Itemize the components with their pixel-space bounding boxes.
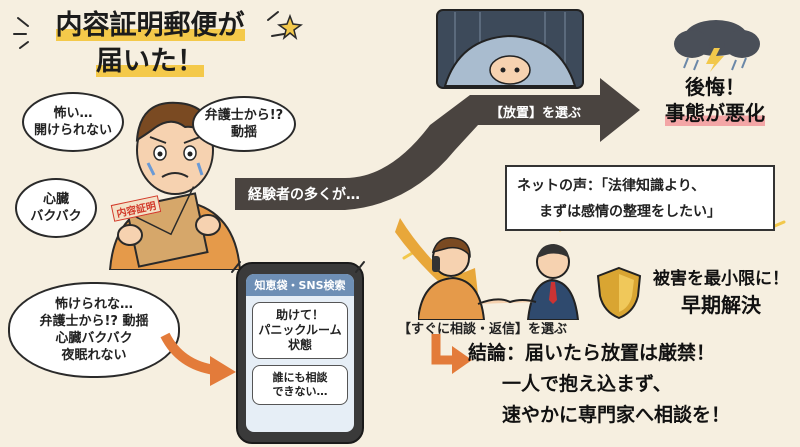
title-line1: 内容証明郵便が bbox=[55, 10, 245, 41]
hiding-person-illustration bbox=[436, 9, 584, 89]
shield-icon bbox=[596, 266, 642, 320]
bubble-summary: 怖けられな… 弁護士から!? 動揺 心臓バクバク 夜眠れない bbox=[8, 282, 180, 378]
bottom-path-result: 被害を最小限に！ 早期解決 bbox=[646, 266, 796, 318]
phone-post-help: 助けて！ パニックルーム 状態 bbox=[252, 302, 348, 359]
top-path-result: 後悔！ 事態が悪化 bbox=[640, 74, 790, 126]
conclusion-block: 結論：届いたら放置は厳禁！ 一人で抱え込まず、 速やかに専門家へ相談を！ bbox=[468, 338, 798, 431]
result-minimize: 被害を最小限に！ bbox=[653, 269, 789, 289]
conclusion-arrow-icon bbox=[431, 334, 472, 374]
net-voice-line1: ネットの声：「法律知識より、 bbox=[517, 178, 706, 194]
phone-screen: 知恵袋・SNS検索 助けて！ パニックルーム 状態 誰にも相談 できない… bbox=[246, 274, 354, 432]
bubble-lawyer: 弁護士から!? 動揺 bbox=[192, 96, 296, 152]
bottom-path-label: 【すぐに相談・返信】を選ぶ bbox=[398, 322, 568, 337]
conclusion-line3: 速やかに専門家へ相談を！ bbox=[502, 404, 731, 426]
result-worse: 事態が悪化 bbox=[665, 100, 765, 126]
bubble-scared: 怖い… 開けられない bbox=[22, 92, 124, 152]
storm-cloud-icon bbox=[674, 20, 760, 72]
result-regret: 後悔！ bbox=[685, 75, 745, 99]
net-voice-note: ネットの声：「法律知識より、 まずは感情の整理をしたい」 bbox=[505, 165, 775, 231]
fork-label: 経験者の多くが… bbox=[248, 187, 360, 203]
title-line2: 届いた！ bbox=[96, 46, 204, 77]
net-voice-line2: まずは感情の整理をしたい」 bbox=[539, 204, 721, 220]
phone-shake-lines bbox=[231, 261, 365, 273]
handshake-illustration bbox=[418, 237, 580, 320]
arrow-to-phone bbox=[160, 332, 236, 386]
page-title: 内容証明郵便が 届いた！ bbox=[40, 8, 260, 80]
conclusion-line1: 結論：届いたら放置は厳禁！ bbox=[468, 342, 716, 364]
phone-post-alone: 誰にも相談 できない… bbox=[252, 365, 348, 405]
bubble-heart: 心臓 バクバク bbox=[15, 178, 97, 238]
phone-search-header: 知恵袋・SNS検索 bbox=[246, 274, 354, 296]
conclusion-line2: 一人で抱え込まず、 bbox=[502, 373, 672, 395]
top-path-label: 【放置】を選ぶ bbox=[490, 106, 582, 121]
result-early: 早期解決 bbox=[681, 293, 761, 317]
smartphone: 知恵袋・SNS検索 助けて！ パニックルーム 状態 誰にも相談 できない… bbox=[236, 262, 364, 444]
